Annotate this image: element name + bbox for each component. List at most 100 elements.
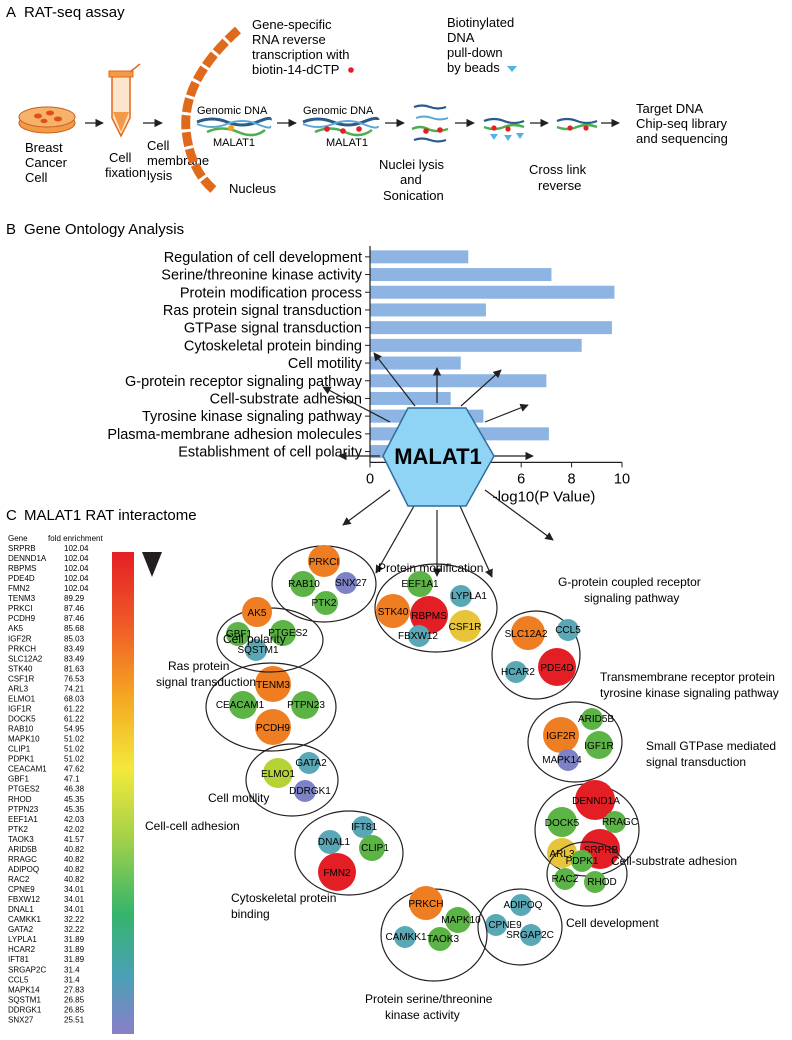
svg-text:PRKCI: PRKCI bbox=[309, 557, 340, 568]
gene-node-arid5b: ARID5B bbox=[578, 708, 614, 730]
table-fold-18: 54.95 bbox=[64, 725, 85, 734]
table-gene-39: LYPLA1 bbox=[8, 935, 37, 944]
table-fold-36: 34.01 bbox=[64, 905, 85, 914]
category-label-8: Cell-substrate adhesion bbox=[210, 391, 362, 407]
panel-b-title: Gene Ontology Analysis bbox=[24, 221, 184, 238]
arrow-ras bbox=[322, 386, 391, 423]
target-label-2: Chip-seq library bbox=[636, 116, 728, 131]
malat1-label-a2: MALAT1 bbox=[326, 137, 368, 149]
gene-node-gata2: GATA2 bbox=[295, 752, 327, 774]
gene-node-tenm3: TENM3 bbox=[255, 666, 291, 702]
svg-text:SRGAP2C: SRGAP2C bbox=[506, 930, 554, 941]
table-gene-16: IGF1R bbox=[8, 704, 32, 713]
svg-text:PDPK1: PDPK1 bbox=[566, 856, 599, 867]
svg-text:RRAGC: RRAGC bbox=[602, 817, 638, 828]
bar-7 bbox=[370, 374, 547, 388]
table-gene-19: MAPK10 bbox=[8, 735, 40, 744]
gene-node-ddrgk1: DDRGK1 bbox=[289, 780, 331, 802]
cat-cytoskeletal-line2: binding bbox=[231, 907, 270, 921]
category-label-10: Plasma-membrane adhesion molecules bbox=[107, 427, 362, 443]
svg-text:HCAR2: HCAR2 bbox=[501, 667, 535, 678]
dna-biotin-icon bbox=[302, 116, 380, 137]
svg-text:SNX27: SNX27 bbox=[335, 578, 367, 589]
category-label-1: Serine/threonine kinase activity bbox=[161, 268, 362, 284]
table-fold-14: 74.21 bbox=[64, 684, 85, 693]
bar-4 bbox=[370, 321, 612, 335]
category-label-6: Cell motility bbox=[288, 356, 363, 372]
svg-text:CPNE9: CPNE9 bbox=[488, 920, 522, 931]
table-fold-31: 40.82 bbox=[64, 855, 85, 864]
malat1-label-a1: MALAT1 bbox=[213, 137, 255, 149]
table-gene-17: DOCK5 bbox=[8, 715, 36, 724]
category-label-2: Protein modification process bbox=[180, 285, 362, 301]
panel-b: B Gene Ontology Analysis Regulation of c… bbox=[6, 221, 630, 505]
gene-node-stk40: STK40 bbox=[376, 594, 410, 628]
nucleus-membrane-icon bbox=[181, 26, 241, 194]
gene-node-lypla1: LYPLA1 bbox=[450, 585, 487, 607]
dna-fragments-icon bbox=[411, 104, 449, 143]
table-gene-5: TENM3 bbox=[8, 594, 36, 603]
table-fold-33: 40.82 bbox=[64, 875, 85, 884]
fix-label-1: Cell bbox=[109, 150, 132, 165]
table-fold-1: 102.04 bbox=[64, 554, 89, 563]
lysis-label-3: Sonication bbox=[383, 188, 444, 203]
table-fold-16: 61.22 bbox=[64, 704, 85, 713]
table-fold-0: 102.04 bbox=[64, 544, 89, 553]
svg-text:CCL5: CCL5 bbox=[555, 625, 581, 636]
cat-small-gtpase-line2: signal transduction bbox=[646, 755, 746, 769]
target-label-1: Target DNA bbox=[636, 101, 704, 116]
gene-node-elmo1: ELMO1 bbox=[261, 758, 295, 788]
svg-text:LYPLA1: LYPLA1 bbox=[451, 591, 487, 602]
biotin-label-3: pull-down bbox=[447, 45, 503, 60]
cat-ras-title-line1: Ras protein bbox=[168, 659, 229, 673]
descending-triangle-icon bbox=[142, 552, 162, 577]
biotin-label-2: DNA bbox=[447, 30, 475, 45]
panel-a-letter: A bbox=[6, 4, 16, 21]
arrow-cytoskeletal bbox=[375, 505, 415, 574]
table-gene-34: CPNE9 bbox=[8, 885, 35, 894]
cat-cell-substrate-title: Cell-substrate adhesion bbox=[611, 854, 737, 868]
cluster-cytoskeletal bbox=[294, 810, 404, 896]
x-tick-label-0: 0 bbox=[366, 471, 374, 487]
table-fold-3: 102.04 bbox=[64, 574, 89, 583]
gene-node-igf2r: IGF2R bbox=[543, 717, 579, 753]
table-fold-28: 42.02 bbox=[64, 825, 85, 834]
table-fold-30: 40.82 bbox=[64, 845, 85, 854]
cat-cell-development: Cell development bbox=[566, 916, 659, 930]
table-fold-11: 83.49 bbox=[64, 654, 85, 663]
table-fold-43: 31.4 bbox=[64, 975, 80, 984]
svg-text:SRPRB: SRPRB bbox=[584, 845, 619, 856]
cluster-cell-cell-adhesion bbox=[205, 662, 337, 752]
membrane-label-3: lysis bbox=[147, 168, 173, 183]
table-fold-29: 41.57 bbox=[64, 835, 85, 844]
table-gene-38: GATA2 bbox=[8, 925, 34, 934]
arrow-cell-substrate bbox=[484, 489, 554, 541]
cat-serine-line2: kinase activity bbox=[385, 1008, 460, 1022]
arrow-cell-motility bbox=[342, 489, 391, 526]
svg-text:MAPK10: MAPK10 bbox=[441, 915, 481, 926]
category-label-5: Cytoskeletal protein binding bbox=[184, 338, 362, 354]
table-fold-38: 32.22 bbox=[64, 925, 85, 934]
gene-node-clip1: CLIP1 bbox=[359, 835, 389, 861]
table-fold-19: 51.02 bbox=[64, 735, 85, 744]
rt-label-2: RNA reverse bbox=[252, 32, 326, 47]
svg-text:IGF1R: IGF1R bbox=[584, 741, 613, 752]
svg-text:DOCK5: DOCK5 bbox=[545, 818, 580, 829]
table-fold-17: 61.22 bbox=[64, 715, 85, 724]
table-gene-12: STK40 bbox=[8, 664, 33, 673]
table-fold-8: 85.68 bbox=[64, 624, 85, 633]
table-gene-9: IGF2R bbox=[8, 634, 32, 643]
gene-node-ceacam1: CEACAM1 bbox=[216, 691, 265, 719]
x-tick-label-3: 6 bbox=[517, 471, 525, 487]
table-gene-42: SRGAP2C bbox=[8, 965, 46, 974]
cat-g-protein-line2: signaling pathway bbox=[584, 591, 679, 605]
gene-node-ptpn23: PTPN23 bbox=[287, 691, 325, 719]
svg-text:PCDH9: PCDH9 bbox=[256, 723, 290, 734]
biotin-label-1: Biotinylated bbox=[447, 15, 514, 30]
svg-text:PTGES2: PTGES2 bbox=[268, 628, 308, 639]
bar-8 bbox=[370, 391, 451, 405]
gene-node-adipoq: ADIPOQ bbox=[504, 894, 543, 916]
svg-text:GBF1: GBF1 bbox=[226, 629, 253, 640]
table-fold-7: 87.46 bbox=[64, 614, 85, 623]
svg-text:ELMO1: ELMO1 bbox=[261, 769, 295, 780]
